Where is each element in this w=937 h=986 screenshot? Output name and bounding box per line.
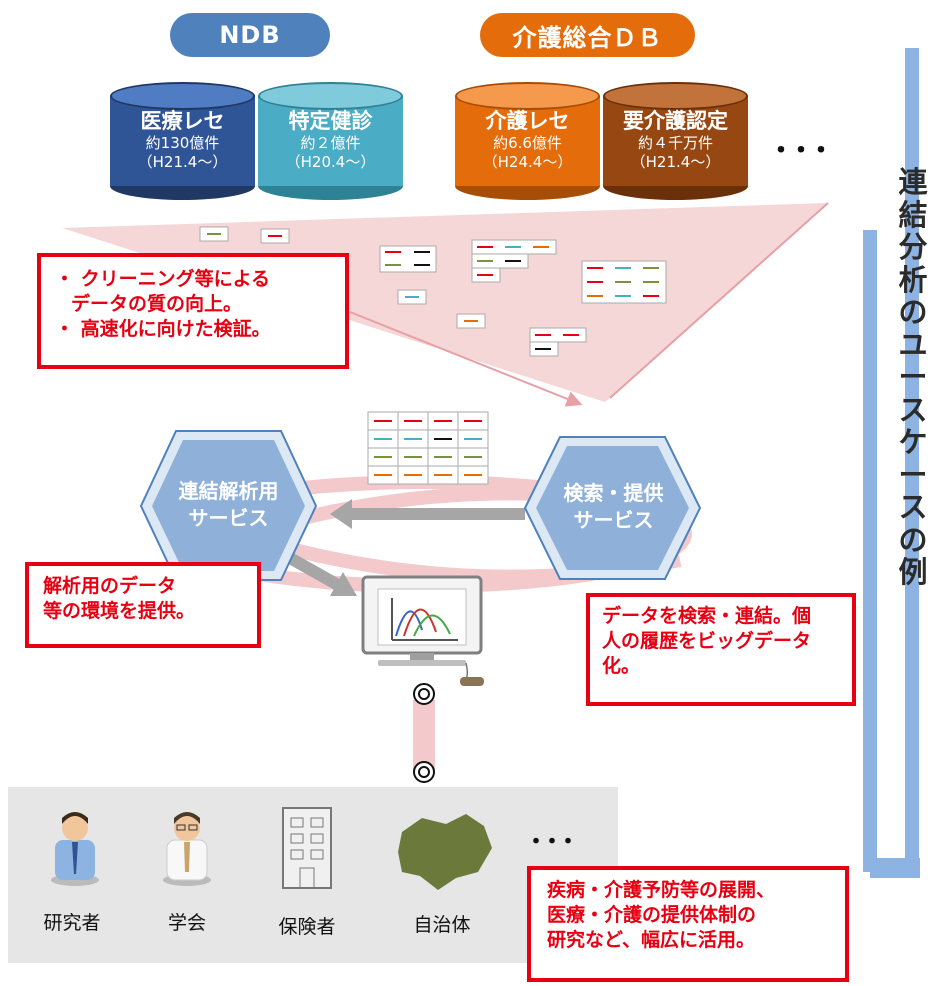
user-label-society: 学会 (167, 912, 206, 934)
db-period: （H24.4～） (482, 153, 573, 171)
map-icon (398, 814, 492, 890)
network-node-top (413, 683, 435, 705)
db-ellipsis: ・・・ (768, 136, 834, 166)
vertical-title-char: 結 (898, 197, 928, 232)
db-title: 医療レセ (140, 109, 225, 133)
vertical-title-char: ス (898, 392, 928, 427)
analysis-service-line: サービス (188, 506, 269, 530)
building-icon (282, 807, 332, 889)
kaigo-db-header: 介護総合ＤＢ (480, 13, 695, 57)
note-line: データを検索・連結。個 (602, 605, 812, 627)
note-link: データを検索・連結。個 人の履歴をビッグデータ 化。 (586, 593, 856, 706)
db-period: （H21.4～） (630, 153, 721, 171)
funnel (62, 203, 828, 402)
db-period: （H21.4～） (137, 153, 228, 171)
network-node-bottom (413, 761, 435, 783)
db-count: 約130億件 (145, 134, 220, 152)
search-service-label: 検索・提供 サービス (536, 480, 691, 534)
db-title: 特定健診 (288, 109, 373, 133)
analysis-service-label: 連結解析用 サービス (151, 478, 306, 532)
db-count: 約6.6億件 (493, 134, 562, 152)
db-period: （H20.4～） (285, 153, 376, 171)
search-service-line: サービス (573, 508, 654, 532)
vertical-title-char: ー (898, 457, 928, 492)
note-use: 疾病・介護予防等の展開、 医療・介護の提供体制の 研究など、幅広に活用。 (527, 866, 849, 982)
analysis-service-line: 連結解析用 (178, 479, 279, 503)
note-line: 医療・介護の提供体制の (547, 904, 757, 926)
db-count: 約２億件 (300, 134, 361, 152)
user-label-municipality: 自治体 (413, 914, 471, 936)
vertical-title-char: 分 (898, 230, 928, 264)
vertical-title-char: の (898, 522, 928, 557)
db-iryou-rese: 医療レセ 約130億件 （H21.4～） (110, 82, 255, 200)
db-kaigo-rese: 介護レセ 約6.6億件 （H24.4～） (455, 82, 600, 200)
note-line: データの質の向上。 (71, 293, 243, 315)
note-line: 化。 (602, 655, 641, 677)
side-bracket-end (870, 858, 920, 878)
vertical-title-char: ー (898, 360, 928, 394)
vertical-title-char: ユ (898, 327, 928, 362)
monitor-icon (361, 575, 484, 686)
ndb-header: NDB (170, 13, 330, 57)
vertical-title-char: 析 (898, 262, 928, 297)
note-line: ・ 高速化に向けた検証。 (55, 318, 271, 340)
data-cards (199, 226, 667, 357)
vertical-title-char: ケ (898, 425, 928, 459)
vertical-title: 連 結 分 析 の ユ ー ス ケ ー ス の 例 (893, 166, 933, 589)
researcher-icon (51, 812, 99, 886)
db-title: 介護レセ (485, 109, 570, 133)
note-line: 人の履歴をビッグデータ (602, 630, 812, 652)
vertical-title-char: の (898, 295, 928, 329)
note-line: ・ クリーニング等による (55, 268, 271, 290)
db-count: 約４千万件 (637, 134, 713, 152)
vertical-title-char: 連 (898, 165, 928, 199)
note-line: 等の環境を提供。 (43, 600, 196, 622)
funnel-arrow (349, 311, 583, 407)
users-ellipsis: ・・・ (525, 830, 579, 855)
db-tokutei-kenshin: 特定健診 約２億件 （H20.4～） (258, 82, 403, 200)
vertical-title-char: ス (898, 490, 928, 524)
search-service-line: 検索・提供 (563, 481, 664, 505)
doctor-icon (163, 812, 211, 886)
db-youkaigo-nintei: 要介護認定 約４千万件 （H21.4～） (603, 82, 748, 200)
user-label-researcher: 研究者 (43, 912, 101, 934)
vertical-title-char: 例 (898, 555, 928, 589)
arrow-to-monitor (287, 552, 341, 591)
user-label-insurer: 保険者 (278, 916, 336, 938)
data-table (367, 411, 489, 485)
note-line: 疾病・介護予防等の展開、 (547, 879, 776, 901)
note-environment: 解析用のデータ 等の環境を提供。 (25, 562, 261, 648)
note-quality: ・ クリーニング等による データの質の向上。 ・ 高速化に向けた検証。 (37, 253, 349, 369)
note-line: 解析用のデータ (43, 575, 177, 597)
network-line (413, 700, 435, 770)
db-title: 要介護認定 (623, 109, 728, 133)
note-line: 研究など、幅広に活用。 (547, 929, 756, 951)
